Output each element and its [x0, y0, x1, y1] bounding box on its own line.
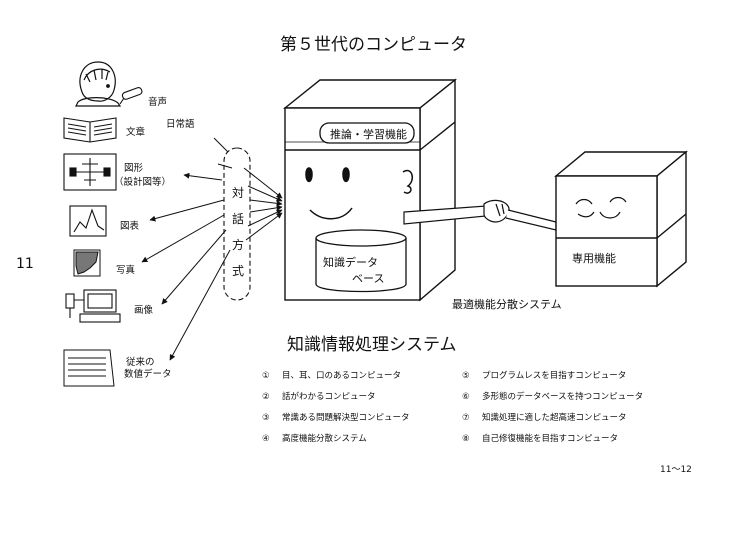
- photo-label: 写真: [116, 265, 136, 276]
- text-label: 文章: [126, 127, 146, 138]
- side-number: 11: [16, 256, 34, 272]
- knowledge-database-cylinder: [315, 229, 407, 293]
- dialogue-char-4: 式: [231, 264, 244, 278]
- daily-language-label: 日常語: [166, 119, 195, 130]
- distributed-system-label: 最適機能分散システム: [452, 298, 562, 311]
- handshake-arm: [403, 199, 557, 231]
- knowledge-db-label-1: 知識データ: [323, 256, 378, 269]
- dedicated-computer-face: [575, 196, 627, 219]
- input-output-arrows: [141, 137, 283, 361]
- figure-sub-label: （設計図等）: [114, 177, 172, 188]
- photo-icon: [73, 249, 101, 277]
- person-speaking-icon: [75, 61, 122, 107]
- graph-icon: [69, 205, 107, 237]
- chart-label: 図表: [120, 221, 140, 232]
- legacy-data-label-2: 数値データ: [124, 369, 172, 380]
- computer-terminal-icon: [65, 289, 121, 323]
- page-title: 第５世代のコンピュータ: [280, 35, 467, 55]
- legacy-data-label-1: 従来の: [126, 357, 155, 368]
- voice-label: 音声: [148, 97, 168, 108]
- figure-label: 図形: [124, 163, 144, 174]
- book-icon: [63, 117, 117, 143]
- blueprint-icon: [63, 153, 117, 191]
- inference-label: 推論・学習機能: [330, 128, 407, 141]
- inference-module: [319, 122, 415, 144]
- section-title: 知識情報処理システム: [287, 335, 457, 355]
- dedicated-computer-box: [554, 150, 688, 288]
- knowledge-db-label-2: ベース: [352, 272, 385, 285]
- microphone-icon: [119, 87, 143, 105]
- computer-face: [305, 167, 414, 220]
- dedicated-function-label: 専用機能: [572, 252, 616, 265]
- dialogue-char-1: 対: [231, 186, 244, 200]
- image-label: 画像: [134, 305, 154, 316]
- dialogue-capsule: [223, 147, 251, 301]
- page-number: 11～12: [660, 465, 692, 475]
- dialogue-char-3: 方: [231, 238, 244, 252]
- data-sheet-icon: [63, 349, 115, 387]
- dialogue-char-2: 話: [231, 212, 244, 226]
